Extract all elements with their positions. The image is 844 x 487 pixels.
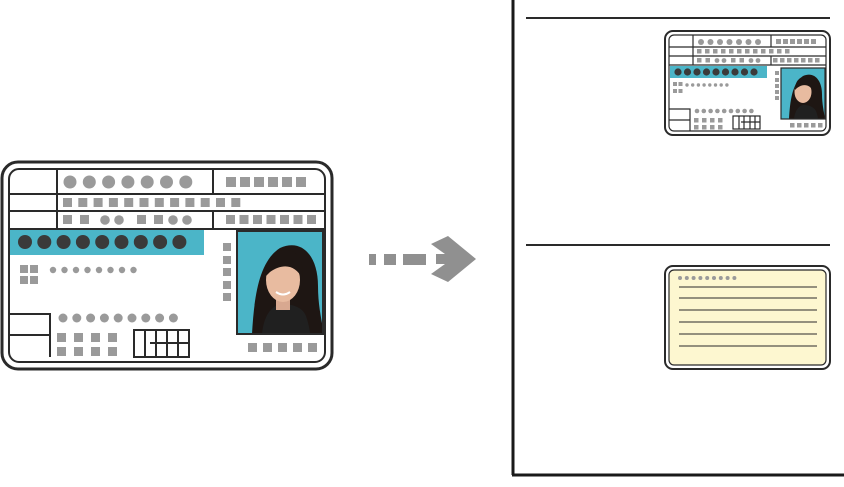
output-page [511,0,844,477]
front-copy-marks [673,39,823,130]
card-grid-lines [9,169,325,230]
signature-boxes [9,313,190,358]
name-band-dots [18,235,187,249]
front-copy-card [664,30,831,136]
portrait-photo [236,230,324,335]
front-copy-photo [780,67,826,120]
back-copy-fill [668,269,827,366]
back-copy-card [664,265,831,370]
card-placeholder-marks [20,175,317,356]
back-copy-lines [678,276,817,347]
right-arrow-icon [369,236,476,282]
card-inner-border [8,168,326,363]
source-id-card [0,160,334,371]
